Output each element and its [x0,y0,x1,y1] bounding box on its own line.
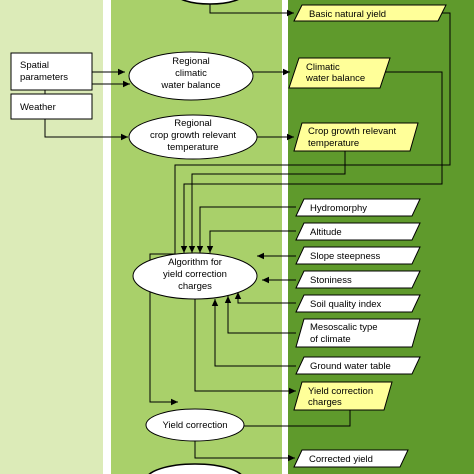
spatial-label-line2: parameters [20,72,68,83]
altitude-label: Altitude [310,227,342,238]
arrow-ground-water [211,299,296,367]
process-regional-crop-temperature: Regional crop growth relevant temperatur… [128,114,258,160]
basic-yield-label: Basic natural yield [309,9,386,20]
hydromorphy-label: Hydromorphy [310,203,367,214]
arrow-altitude [206,230,296,253]
arrow-weather-to-temp [44,119,128,141]
cgt-line1: Crop growth relevant [308,126,397,137]
factor-soil-quality-index: Soil quality index [295,294,421,313]
corrected-yield-label: Corrected yield [309,454,373,465]
ycc-line2: charges [308,397,342,408]
arrow-basic-yield-down [174,12,451,254]
rcwb-line3: water balance [160,80,220,91]
rcgt-line3: temperature [167,142,218,153]
factor-slope-steepness: Slope steepness [295,246,421,265]
mesoscalic-line2: of climate [310,334,351,345]
yield-correction-label: Yield correction [162,420,227,431]
slope-label: Slope steepness [310,251,380,262]
cwb-line2: water balance [305,73,365,84]
output-crop-growth-temperature: Crop growth relevant temperature [293,122,419,152]
input-spatial-parameters: Spatial parameters [10,52,93,91]
arrow-correction-to-corrected [194,441,295,462]
arrow-basic-yield-to-correction [149,253,178,406]
arrow-cwb-down [180,71,443,253]
spatial-label-line1: Spatial [20,60,49,71]
process-bottom-cutoff [148,463,242,474]
arrow-temp-down [188,144,346,253]
output-basic-natural-yield: Basic natural yield [293,4,447,22]
ycc-line1: Yield correction [308,386,373,397]
factor-mesoscalic-climate: Mesoscalic type of climate [295,318,421,348]
rcwb-line1: Regional [172,56,210,67]
soil-quality-label: Soil quality index [310,299,382,310]
arrow-soil-quality [234,292,296,304]
rcgt-line2: crop growth relevant [150,130,236,141]
input-weather: Weather [10,93,93,120]
factor-stoniness: Stoniness [295,270,421,289]
ground-water-label: Ground water table [310,361,391,372]
algo-line1: Algorithm for [168,257,222,268]
algo-line2: yield correction [163,269,227,280]
algo-line3: charges [178,281,212,292]
output-climatic-water-balance: Climatic water balance [288,57,391,89]
arrow-hydromorphy [196,206,296,253]
cgt-line2: temperature [308,138,359,149]
mesoscalic-line1: Mesoscalic type [310,322,378,333]
process-regional-climatic-water-balance: Regional climatic water balance [128,51,254,101]
rcwb-line2: climatic [175,68,207,79]
rcgt-line1: Regional [174,118,212,129]
process-yield-correction-algorithm: Algorithm for yield correction charges [132,252,258,300]
cwb-line1: Climatic [306,62,340,73]
arrow-mesoscalic [224,296,296,334]
factor-hydromorphy: Hydromorphy [295,198,421,217]
factor-altitude: Altitude [295,222,421,241]
factor-ground-water-table: Ground water table [295,356,421,375]
stoniness-label: Stoniness [310,275,352,286]
process-top-cutoff [181,0,239,5]
output-yield-correction-charges: Yield correction charges [293,381,393,411]
process-yield-correction: Yield correction [145,408,245,442]
output-corrected-yield: Corrected yield [293,449,409,468]
arrow-algorithm-to-charges [194,299,296,395]
weather-label: Weather [20,102,56,113]
